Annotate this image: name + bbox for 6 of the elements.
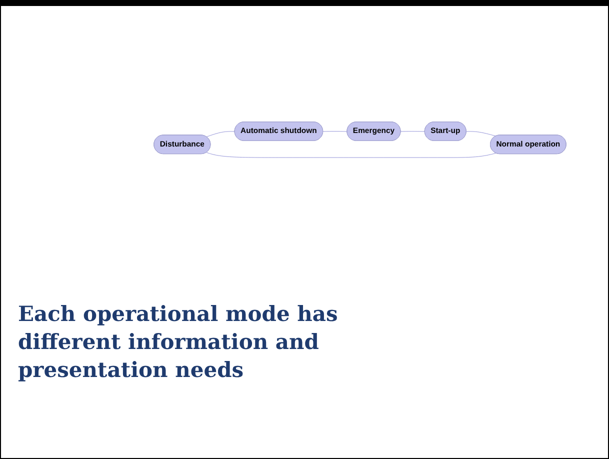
connector [206, 152, 496, 158]
connector [466, 130, 496, 136]
connector [206, 130, 236, 137]
connector [322, 130, 348, 132]
connector [400, 130, 426, 132]
caption: Each operational mode has different information and presentation needs [18, 300, 339, 384]
